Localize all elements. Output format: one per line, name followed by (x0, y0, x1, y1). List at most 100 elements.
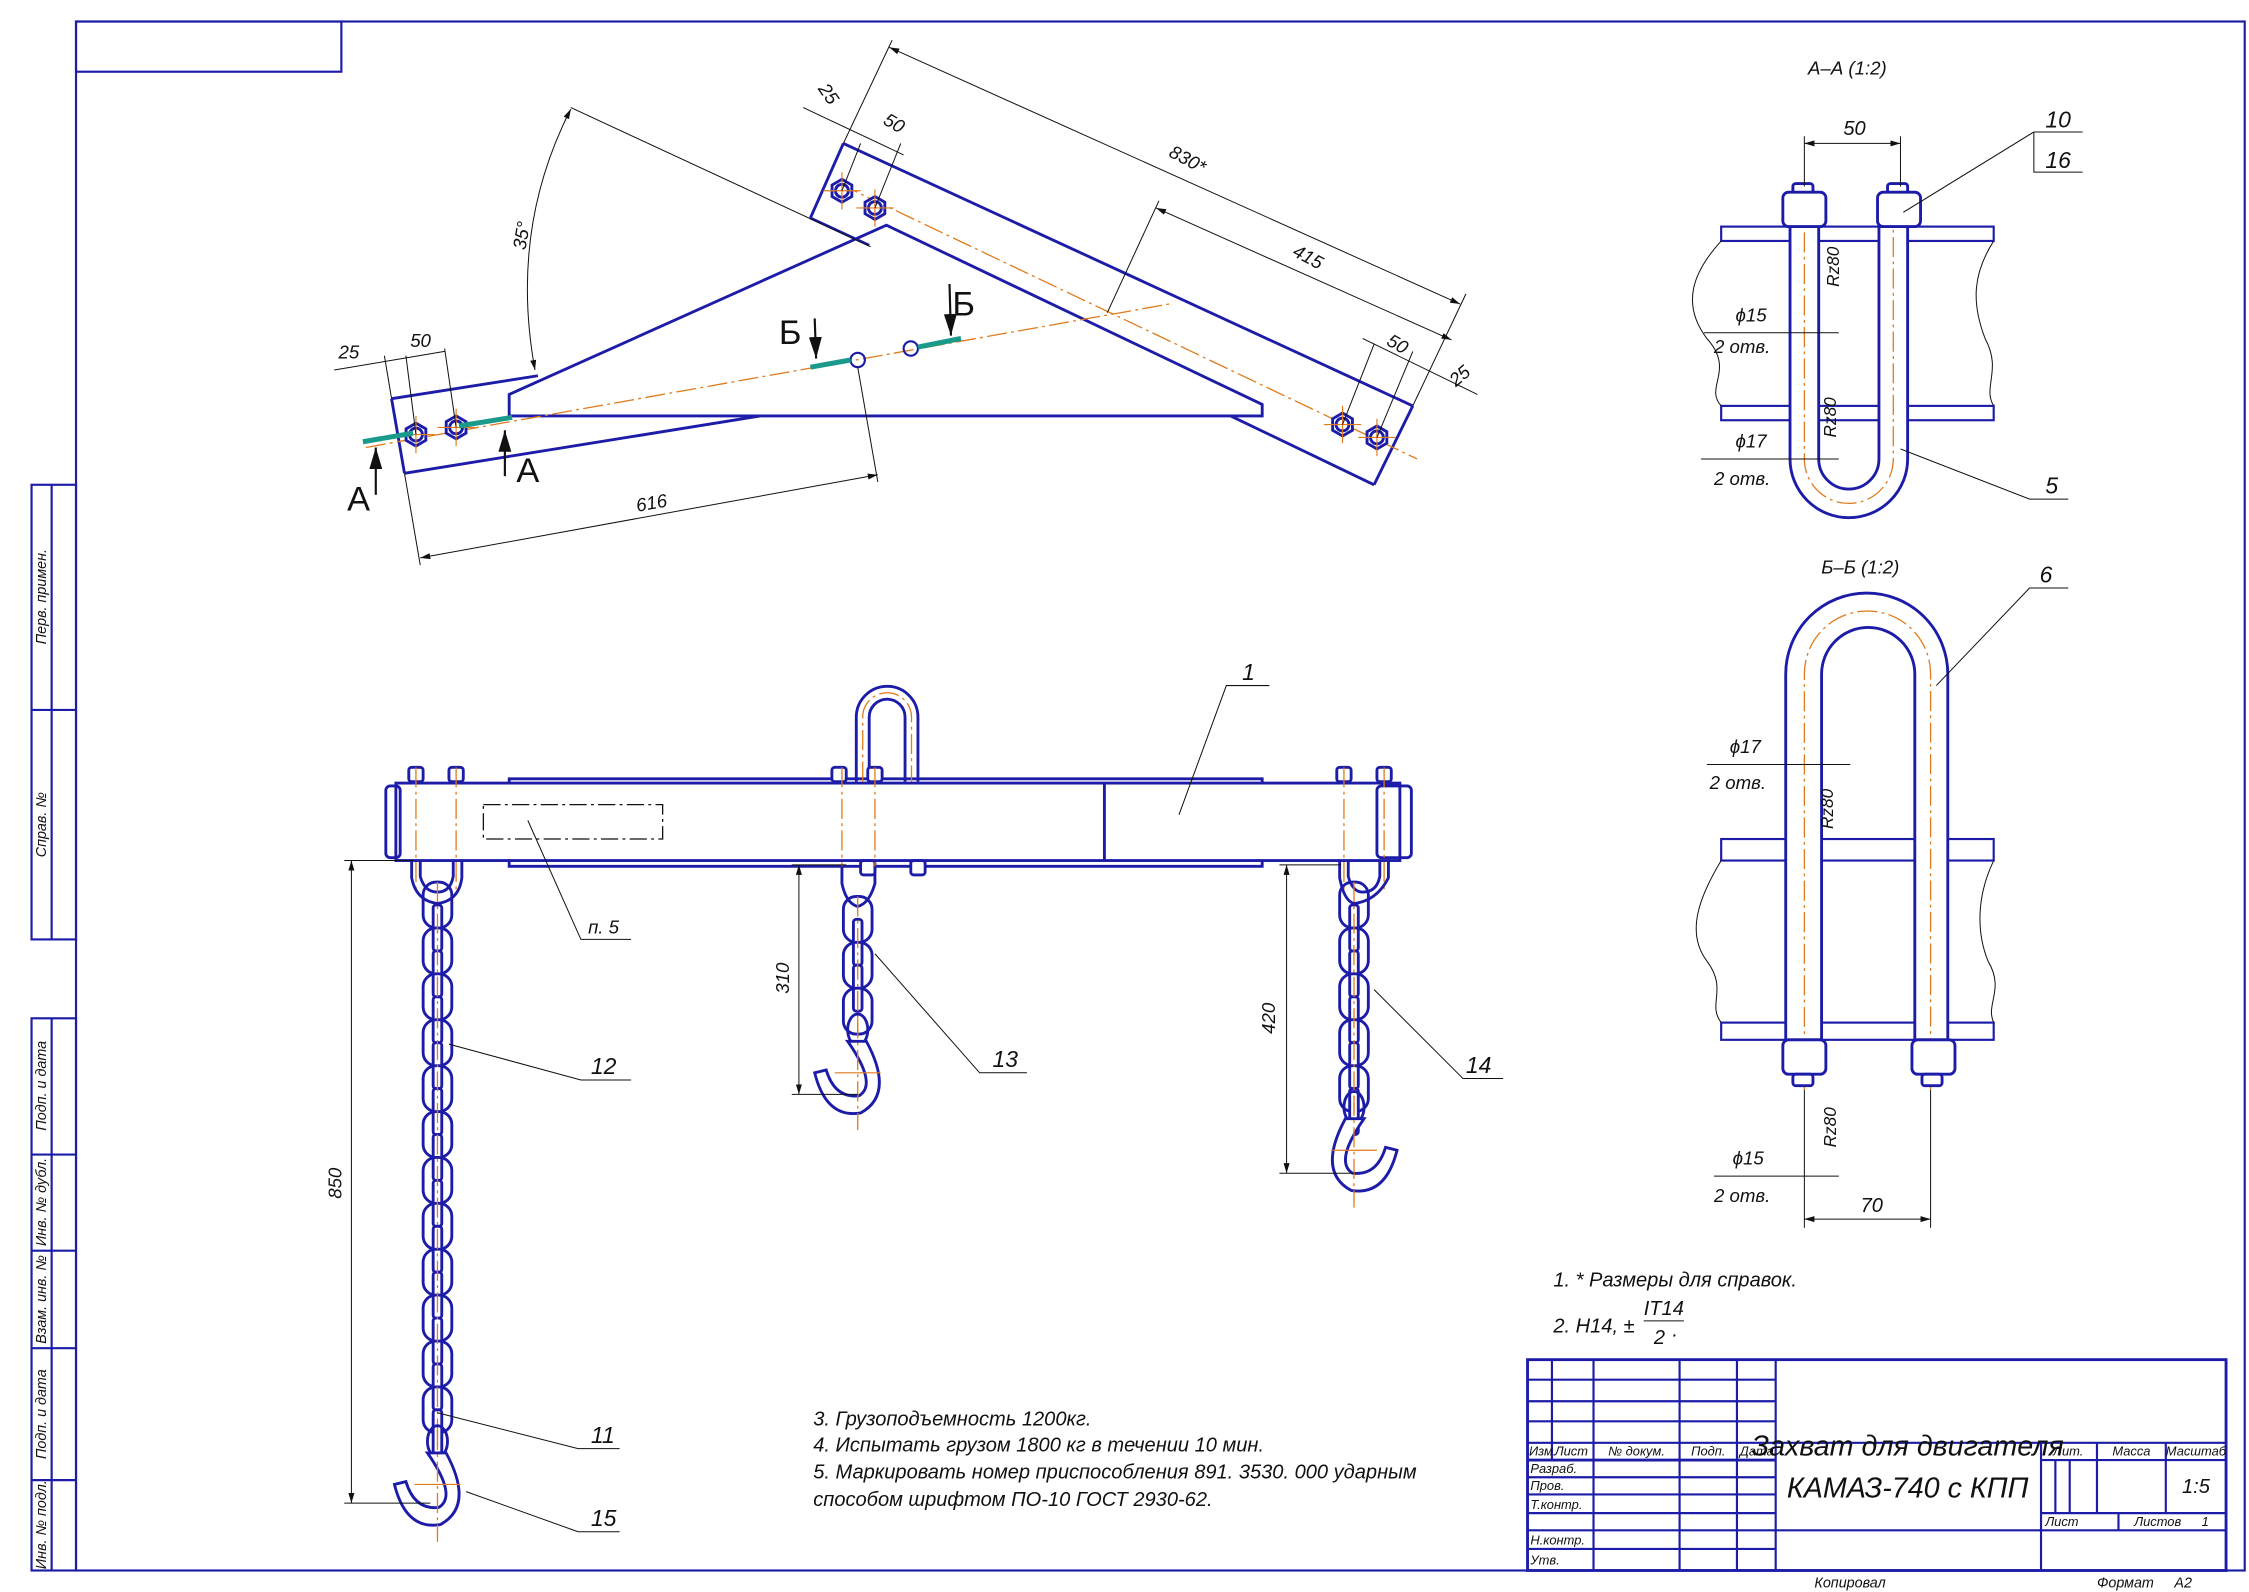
header-izm: Изм. (1529, 1444, 1557, 1459)
u-bolt (1788, 225, 1910, 520)
roughness: Rz80 (1817, 788, 1837, 829)
mass-label: Масса (2112, 1444, 2150, 1459)
section-b-label: Б (779, 314, 802, 352)
dim-616: 616 (634, 490, 669, 516)
side-label: Взам. инв. № (34, 1255, 50, 1344)
side-label: Справ. № (34, 792, 50, 857)
role-developer: Разраб. (1530, 1461, 1577, 1476)
bolt-head (909, 859, 927, 877)
nut (1781, 1038, 1828, 1076)
copied-label: Копировал (1814, 1576, 1885, 1592)
triangle-plate (507, 223, 1264, 418)
hole-count: 2 отв. (1713, 336, 1770, 357)
section-bb-title: Б–Б (1:2) (1821, 557, 1899, 578)
beam (394, 781, 1402, 862)
u-shackle (1784, 591, 1950, 1042)
dim-420: 420 (1258, 1002, 1279, 1034)
dim-415: 415 (1290, 240, 1328, 273)
hook (1331, 1117, 1399, 1193)
dim-310: 310 (772, 962, 793, 994)
side-label: Подп. и дата (34, 1369, 50, 1459)
bolt-head (830, 765, 848, 784)
callout-11: 11 (591, 1422, 615, 1448)
callout-16: 16 (2045, 147, 2071, 173)
note-2: 2. H14, ± (1552, 1315, 1634, 1337)
hole-diameter: ϕ17 (1736, 430, 1768, 451)
dim-top-50: 50 (880, 109, 909, 138)
callout-14: 14 (1466, 1052, 1492, 1078)
scale-value: 1:5 (2182, 1476, 2211, 1498)
hole-count: 2 отв. (1713, 1185, 1770, 1206)
dim-70: 70 (1861, 1195, 1883, 1217)
side-label: Инв. № подл. (34, 1480, 50, 1569)
hole-count: 2 отв. (1713, 468, 1770, 489)
sheets-label: Листов (2133, 1514, 2181, 1529)
drawing-subtitle: КАМАЗ-740 с КПП (1787, 1472, 2029, 1504)
header-date: Дата (1738, 1444, 1774, 1459)
section-b-label: Б (952, 286, 975, 324)
note-5: 5. Маркировать номер приспособления 891.… (813, 1462, 1417, 1484)
top-stamp-box (74, 20, 343, 73)
section-a-a: А–А (1:2) 50 10 16 5 ϕ15 2 отв. Rz80 ϕ17… (1691, 58, 2083, 520)
drawing-title: Захват для двигателя (1752, 1431, 2064, 1463)
note-2-numerator: IT14 (1644, 1298, 1684, 1320)
hole-diameter: ϕ15 (1733, 1148, 1765, 1169)
side-strip: Перв. примен. Справ. № Подп. и дата Инв.… (30, 483, 78, 1572)
note-5-cont: способом шрифтом ПО-10 ГОСТ 2930-62. (813, 1489, 1212, 1511)
roughness: Rz80 (1823, 246, 1843, 287)
callout-5: 5 (2045, 472, 2058, 498)
role-checker: Пров. (1530, 1478, 1564, 1493)
top-view: А А Б Б 616 35° 25 50 830* 415 25 50 50 … (334, 39, 1478, 566)
dim-850: 850 (324, 1167, 345, 1199)
header-doc: № докум. (1608, 1444, 1665, 1459)
note-2-denominator: 2 (1653, 1327, 1665, 1349)
scale-label: Масштаб (2166, 1444, 2227, 1459)
dim-left-25: 25 (337, 342, 359, 363)
hole (902, 340, 920, 357)
role-approved: Утв. (1529, 1553, 1559, 1568)
callout-note-5: п. 5 (588, 917, 620, 938)
dim-830: 830* (1166, 141, 1210, 178)
header-list: Лист (1554, 1444, 1588, 1459)
lit-label: Лит. (2052, 1444, 2083, 1459)
hole-diameter: ϕ17 (1730, 736, 1762, 757)
side-label: Инв. № дубл. (34, 1158, 50, 1246)
front-view: 1 п. 5 12 13 14 11 15 850 310 420 (324, 659, 1504, 1542)
side-label: Подп. и дата (34, 1041, 50, 1131)
note-1: 1. * Размеры для справок. (1553, 1270, 1797, 1292)
callout-15: 15 (591, 1505, 617, 1531)
sheet-label: Лист (2044, 1514, 2078, 1529)
dim-top-25: 25 (814, 78, 844, 108)
note-4: 4. Испытать грузом 1800 кг в течении 10 … (813, 1434, 1264, 1456)
hook (812, 1039, 881, 1116)
role-norm-control: Н.контр. (1530, 1533, 1585, 1548)
nut (1876, 190, 1922, 229)
note-2-suffix: . (1672, 1320, 1678, 1342)
nut (1781, 190, 1828, 229)
format-value: A2 (2173, 1576, 2192, 1592)
roughness: Rz80 (1820, 1107, 1840, 1148)
callout-12: 12 (591, 1053, 617, 1079)
roughness: Rz80 (1820, 397, 1840, 438)
nut (1910, 1038, 1957, 1076)
note-3: 3. Грузоподъемность 1200кг. (813, 1409, 1091, 1431)
callout-6: 6 (2040, 561, 2053, 587)
section-a-label: А (347, 481, 370, 519)
dim-50: 50 (1843, 118, 1865, 140)
hole-count: 2 отв. (1709, 772, 1766, 793)
role-tech-control: Т.контр. (1530, 1497, 1582, 1512)
hook (392, 1451, 461, 1527)
dim-right-50: 50 (1384, 329, 1413, 358)
callout-13: 13 (993, 1046, 1019, 1072)
technical-notes: 1. * Размеры для справок. 2. H14, ± IT14… (813, 1270, 1797, 1511)
dim-left-50: 50 (410, 330, 431, 351)
sheets-value: 1 (2202, 1514, 2209, 1529)
bolt-head (859, 859, 877, 877)
callout-10: 10 (2045, 107, 2071, 133)
section-a-label: А (516, 452, 539, 490)
callout-1: 1 (1242, 659, 1255, 685)
section-aa-title: А–А (1:2) (1807, 58, 1887, 79)
top-shackle (854, 684, 920, 782)
header-sign: Подп. (1691, 1444, 1725, 1459)
